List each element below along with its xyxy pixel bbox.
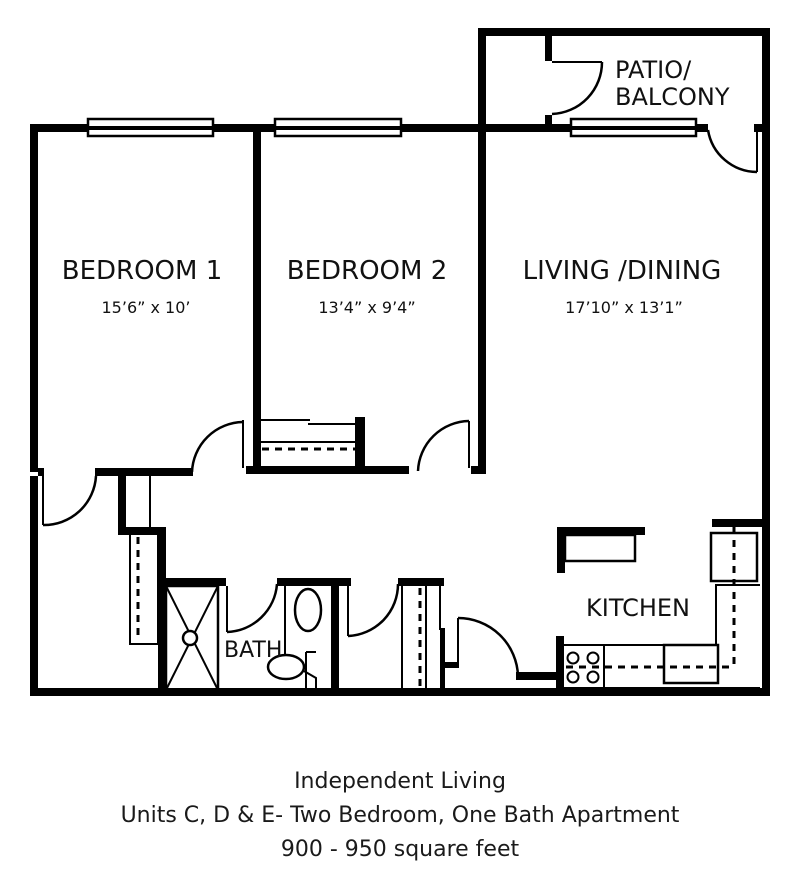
door-swings <box>42 61 758 677</box>
bedroom-1-label: BEDROOM 1 <box>62 256 223 286</box>
kitchen-label: KITCHEN <box>586 594 690 622</box>
stove-icon <box>566 651 600 684</box>
kitchen-sink-icon <box>662 643 720 685</box>
room-labels: BEDROOM 1 15’6” x 10’ BEDROOM 2 13’4” x … <box>62 56 730 663</box>
toilet-icon <box>293 587 323 633</box>
living-dining-dimensions: 17’10” x 13’1” <box>565 298 683 317</box>
floor-plan: BEDROOM 1 15’6” x 10’ BEDROOM 2 13’4” x … <box>30 28 770 696</box>
kitchen-fixtures <box>564 527 760 689</box>
bedroom-1-dimensions: 15’6” x 10’ <box>102 298 191 317</box>
patio-label-line2: BALCONY <box>615 83 730 111</box>
bedroom-2-dimensions: 13’4” x 9’4” <box>318 298 415 317</box>
bedroom-2-label: BEDROOM 2 <box>287 256 448 286</box>
caption: Independent Living Units C, D & E- Two B… <box>0 765 800 867</box>
caption-square-footage: 900 - 950 square feet <box>280 837 520 862</box>
bath-fixtures <box>266 586 323 690</box>
caption-unit-description: Units C, D & E- Two Bedroom, One Bath Ap… <box>120 803 680 828</box>
caption-title: Independent Living <box>294 769 506 794</box>
sink-icon <box>266 653 306 681</box>
living-dining-label: LIVING /DINING <box>523 256 722 286</box>
patio-label-line1: PATIO/ <box>615 56 692 84</box>
bath-label: BATH <box>224 638 282 663</box>
windows <box>86 117 698 138</box>
